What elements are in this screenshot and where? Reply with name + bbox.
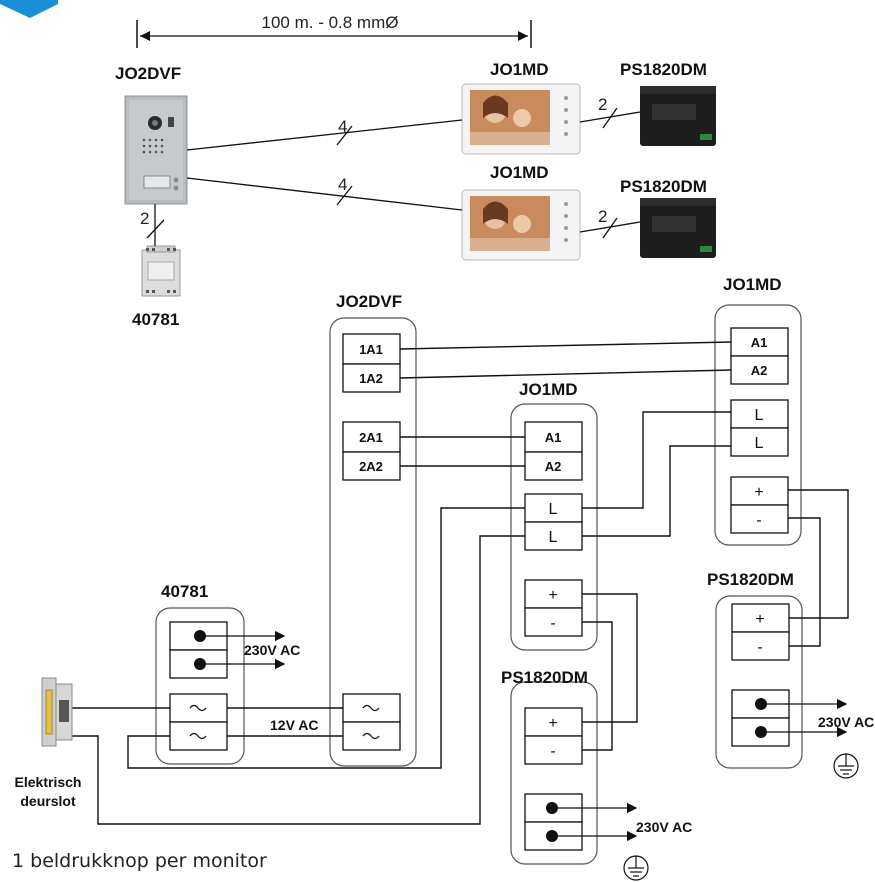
- psu-mid-terminal-minus: -: [550, 743, 555, 760]
- monitor-mid-terminal-minus: -: [550, 615, 555, 632]
- monitor-mid-terminal-l2: L: [549, 529, 558, 546]
- monitor-right-terminal-a2: A2: [751, 363, 768, 378]
- monitor-right-terminal-plus: +: [754, 484, 763, 501]
- psu-right-outline: [715, 595, 803, 769]
- monitor-mid-terminal-a1: A1: [545, 430, 562, 445]
- bottom-psu-right-title: PS1820DM: [707, 570, 794, 589]
- earth-icon: [833, 753, 859, 779]
- top-panel-title: JO2DVF: [115, 64, 182, 83]
- bottom-monitor-right-title: JO1MD: [723, 275, 782, 294]
- psu-1-image: [640, 86, 716, 146]
- monitor-right-terminal-l1: L: [755, 407, 764, 424]
- psu-2-image: [640, 198, 716, 258]
- psu-right-terminal-minus: -: [757, 639, 762, 656]
- top-monitor2-title: JO1MD: [490, 163, 549, 182]
- transformer-outline: [155, 607, 245, 765]
- monitor-mid-terminal-a2: A2: [545, 459, 562, 474]
- wiring-lines: [72, 341, 849, 825]
- panel-terminal-2a2: 2A2: [359, 459, 383, 474]
- bottom-psu-mid-title: PS1820DM: [501, 668, 588, 687]
- panel-terminal-1a2: 1A2: [359, 371, 383, 386]
- distance-label: 100 m. - 0.8 mmØ: [262, 13, 399, 32]
- lock-label-line1: Elektrisch: [15, 774, 82, 790]
- psu-mid-terminal-plus: +: [548, 715, 557, 732]
- monitor-right-terminal-minus: -: [756, 512, 761, 529]
- monitor-1-image: [461, 83, 581, 155]
- top-connections: [146, 107, 641, 246]
- monitor-mid-terminal-l1: L: [549, 501, 558, 518]
- distance-dimension: 100 m. - 0.8 mmØ: [136, 13, 532, 48]
- corner-accent: [0, 0, 58, 18]
- bottom-panel-title: JO2DVF: [336, 292, 403, 311]
- top-monitor1-title: JO1MD: [490, 60, 549, 79]
- mains-arrows: [200, 630, 848, 842]
- footer-note: 1 beldrukknop per monitor: [12, 850, 267, 872]
- bottom-transformer-title: 40781: [161, 582, 209, 601]
- wire-count-panel-transformer: 2: [140, 209, 149, 228]
- monitor-mid-terminal-plus: +: [548, 587, 557, 604]
- psu-right-terminal-plus: +: [755, 611, 764, 628]
- device-outlines: [155, 304, 803, 865]
- top-psu2-title: PS1820DM: [620, 177, 707, 196]
- monitor-right-terminal-a1: A1: [751, 335, 768, 350]
- panel-terminal-1a1: 1A1: [359, 342, 383, 357]
- door-panel-image: [124, 95, 188, 205]
- monitor-right-terminal-l2: L: [755, 435, 764, 452]
- ac-wave-symbols: [189, 704, 380, 740]
- mains-label-psu-mid: 230V AC: [636, 819, 692, 835]
- low-voltage-label: 12V AC: [270, 717, 319, 733]
- door-lock-icon: [41, 677, 73, 747]
- wire-count-panel-monitor2: 4: [338, 175, 347, 194]
- wire-count-monitor2-psu: 2: [598, 207, 607, 226]
- mains-label-psu-right: 230V AC: [818, 714, 874, 730]
- wire-count-panel-monitor1: 4: [338, 117, 347, 136]
- panel-outline: [329, 317, 417, 767]
- earth-icon: [623, 855, 649, 881]
- panel-terminal-2a1: 2A1: [359, 430, 383, 445]
- top-psu1-title: PS1820DM: [620, 60, 707, 79]
- mains-label-transformer: 230V AC: [244, 642, 300, 658]
- monitor-mid-outline: [510, 403, 598, 651]
- monitor-2-image: [461, 189, 581, 261]
- transformer-image: [141, 245, 181, 297]
- lock-label-line2: deurslot: [20, 793, 76, 809]
- wire-count-monitor1-psu: 2: [598, 95, 607, 114]
- bottom-monitor-mid-title: JO1MD: [519, 380, 578, 399]
- monitor-right-outline: [714, 304, 802, 546]
- top-transformer-label: 40781: [132, 310, 180, 329]
- psu-mid-outline: [510, 681, 598, 865]
